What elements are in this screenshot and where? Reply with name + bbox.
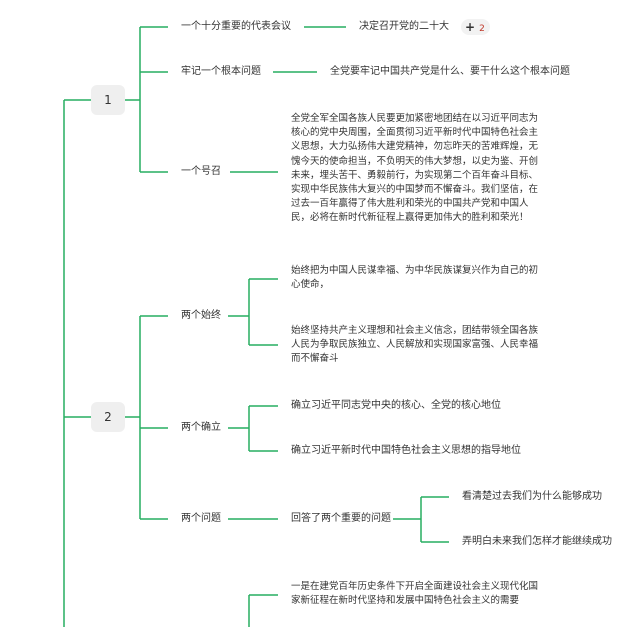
topic-establish-core[interactable]: 确立习近平同志党中央的核心、全党的核心地位: [291, 400, 501, 411]
topic-two-questions[interactable]: 两个问题: [181, 513, 221, 524]
topic-remember-root-question[interactable]: 牢记一个根本问题: [181, 66, 261, 77]
topic-new-journey[interactable]: 一是在建党百年历史条件下开启全面建设社会主义现代化国家新征程在新时代坚持和发展中…: [291, 581, 539, 607]
topic-always-mission[interactable]: 始终把为中国人民谋幸福、为中华民族谋复兴作为自己的初心使命，: [291, 265, 539, 291]
topic-call-paragraph[interactable]: 全党全军全国各族人民要更加紧密地团结在以习近平同志为核心的党中央周围，全面贯彻习…: [291, 113, 539, 224]
topic-convene-20th-congress[interactable]: 决定召开党的二十大: [359, 21, 449, 32]
topic-future-success[interactable]: 弄明白未来我们怎样才能继续成功: [462, 536, 612, 547]
topic-root-question-detail[interactable]: 全党要牢记中国共产党是什么、要干什么这个根本问题: [330, 66, 570, 77]
topic-see-past-success[interactable]: 看清楚过去我们为什么能够成功: [462, 491, 602, 502]
topic-always-ideal[interactable]: 始终坚持共产主义理想和社会主义信念，团结带领全国各族人民为争取民族独立、人民解放…: [291, 325, 539, 365]
collapsed-count-badge: 2: [479, 24, 485, 34]
topic-one-call[interactable]: 一个号召: [181, 166, 221, 177]
group-2-node[interactable]: 2: [91, 402, 125, 432]
topic-answered-questions[interactable]: 回答了两个重要的问题: [291, 513, 391, 524]
plus-icon: +: [465, 20, 476, 34]
topic-establish-thought[interactable]: 确立习近平新时代中国特色社会主义思想的指导地位: [291, 445, 521, 456]
topic-representative-meeting[interactable]: 一个十分重要的代表会议: [181, 21, 291, 32]
topic-two-always[interactable]: 两个始终: [181, 310, 221, 321]
expand-collapsed-children[interactable]: +2: [461, 19, 490, 35]
group-1-node[interactable]: 1: [91, 85, 125, 115]
topic-two-establish[interactable]: 两个确立: [181, 422, 221, 433]
